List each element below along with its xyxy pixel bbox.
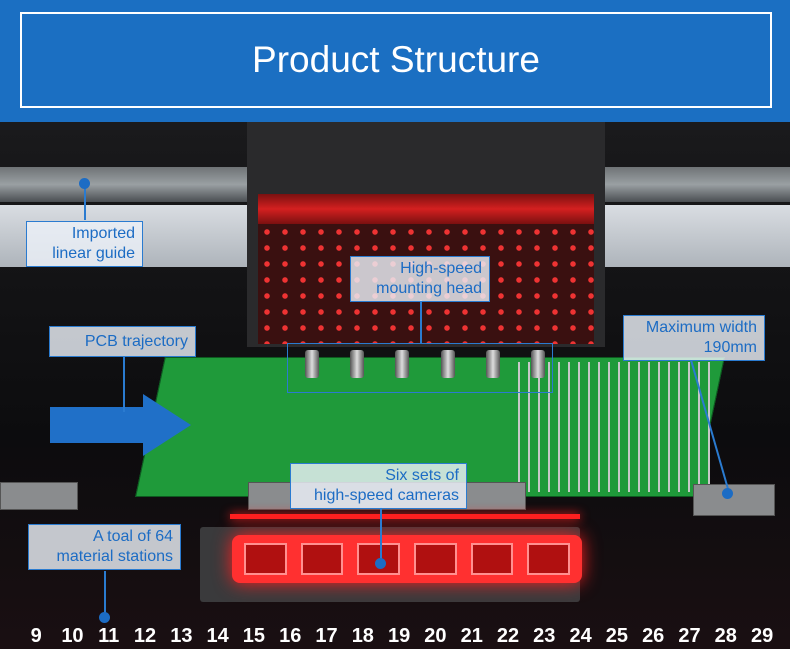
label-linear-guide: Imported linear guide — [26, 221, 143, 267]
camera — [527, 543, 571, 575]
label-cameras: Six sets of high-speed cameras — [290, 463, 467, 509]
label-max-width: Maximum width 190mm — [623, 315, 765, 361]
ruler-number: 20 — [424, 625, 447, 647]
mounting-head-highlight — [287, 343, 553, 393]
ruler-number: 19 — [387, 625, 411, 647]
clamp-plate — [693, 484, 775, 516]
label-line: PCB trajectory — [84, 333, 188, 350]
camera — [300, 543, 344, 575]
arrow-head-icon — [143, 394, 191, 456]
head-vents — [258, 224, 594, 344]
label-line: Imported — [71, 225, 135, 242]
callout-dot — [99, 612, 110, 623]
label-line: linear guide — [52, 245, 135, 262]
label-line: high-speed cameras — [314, 487, 459, 504]
label-line: material stations — [56, 548, 174, 565]
camera — [357, 543, 401, 575]
nozzle — [485, 350, 500, 378]
label-pcb-trajectory: PCB trajectory — [49, 326, 196, 357]
camera — [244, 543, 287, 575]
camera — [470, 543, 514, 575]
ruler-number: 9 — [30, 625, 42, 647]
title-frame: Product Structure — [20, 12, 772, 108]
head-light — [258, 194, 594, 224]
nozzle — [305, 350, 319, 378]
ruler-number: 11 — [98, 625, 120, 647]
callout-line — [420, 300, 422, 343]
ruler-number: 16 — [279, 625, 302, 647]
ruler-number: 15 — [242, 625, 266, 647]
label-line: Maximum width — [645, 319, 757, 336]
camera — [414, 543, 457, 575]
ruler-number: 18 — [351, 625, 374, 647]
ruler-number: 14 — [206, 625, 229, 647]
pcb-direction-arrow — [50, 407, 145, 443]
ruler-number: 26 — [642, 625, 665, 647]
ruler-number: 28 — [714, 625, 737, 647]
callout-line — [104, 571, 106, 615]
cameras — [232, 535, 582, 583]
callout-line — [84, 180, 86, 220]
nozzle — [530, 350, 545, 378]
label-line: Six sets of — [385, 467, 459, 484]
ruler-number: 23 — [533, 625, 556, 647]
station-ruler: 9 10 11 12 13 14 15 16 17 18 19 20 21 22… — [0, 625, 790, 649]
product-photo: 9 10 11 12 13 14 15 16 17 18 19 20 21 22… — [0, 122, 790, 649]
nozzles — [305, 350, 545, 378]
background-window — [600, 205, 790, 267]
pcb-components — [510, 362, 710, 492]
callout-dot — [722, 488, 733, 499]
label-line: mounting head — [376, 280, 482, 297]
ruler-number: 12 — [133, 625, 157, 647]
callout-dot — [375, 558, 386, 569]
camera-light-line — [230, 514, 580, 519]
page-title: Product Structure — [252, 39, 540, 80]
label-stations: A toal of 64 material stations — [28, 524, 181, 570]
ruler-number: 25 — [605, 625, 629, 647]
ruler-number: 13 — [170, 625, 193, 647]
ruler-number: 29 — [750, 625, 774, 647]
ruler-number: 10 — [61, 625, 84, 647]
ruler-number: 22 — [496, 625, 520, 647]
label-line: 190mm — [703, 339, 757, 356]
label-mounting-head: High-speed mounting head — [350, 256, 490, 302]
ruler-number: 27 — [678, 625, 701, 647]
nozzle — [350, 350, 365, 378]
nozzle — [440, 350, 455, 378]
label-line: High-speed — [400, 260, 482, 277]
callout-line — [380, 507, 382, 562]
ruler-number: 17 — [315, 625, 338, 647]
clamp-plate — [0, 482, 78, 510]
header-banner: Product Structure — [0, 0, 790, 122]
callout-dot — [79, 178, 90, 189]
ruler-number: 24 — [569, 625, 592, 647]
ruler-number: 21 — [460, 625, 483, 647]
callout-line — [123, 357, 125, 412]
label-line: A toal of 64 — [92, 528, 173, 545]
nozzle — [395, 350, 410, 378]
